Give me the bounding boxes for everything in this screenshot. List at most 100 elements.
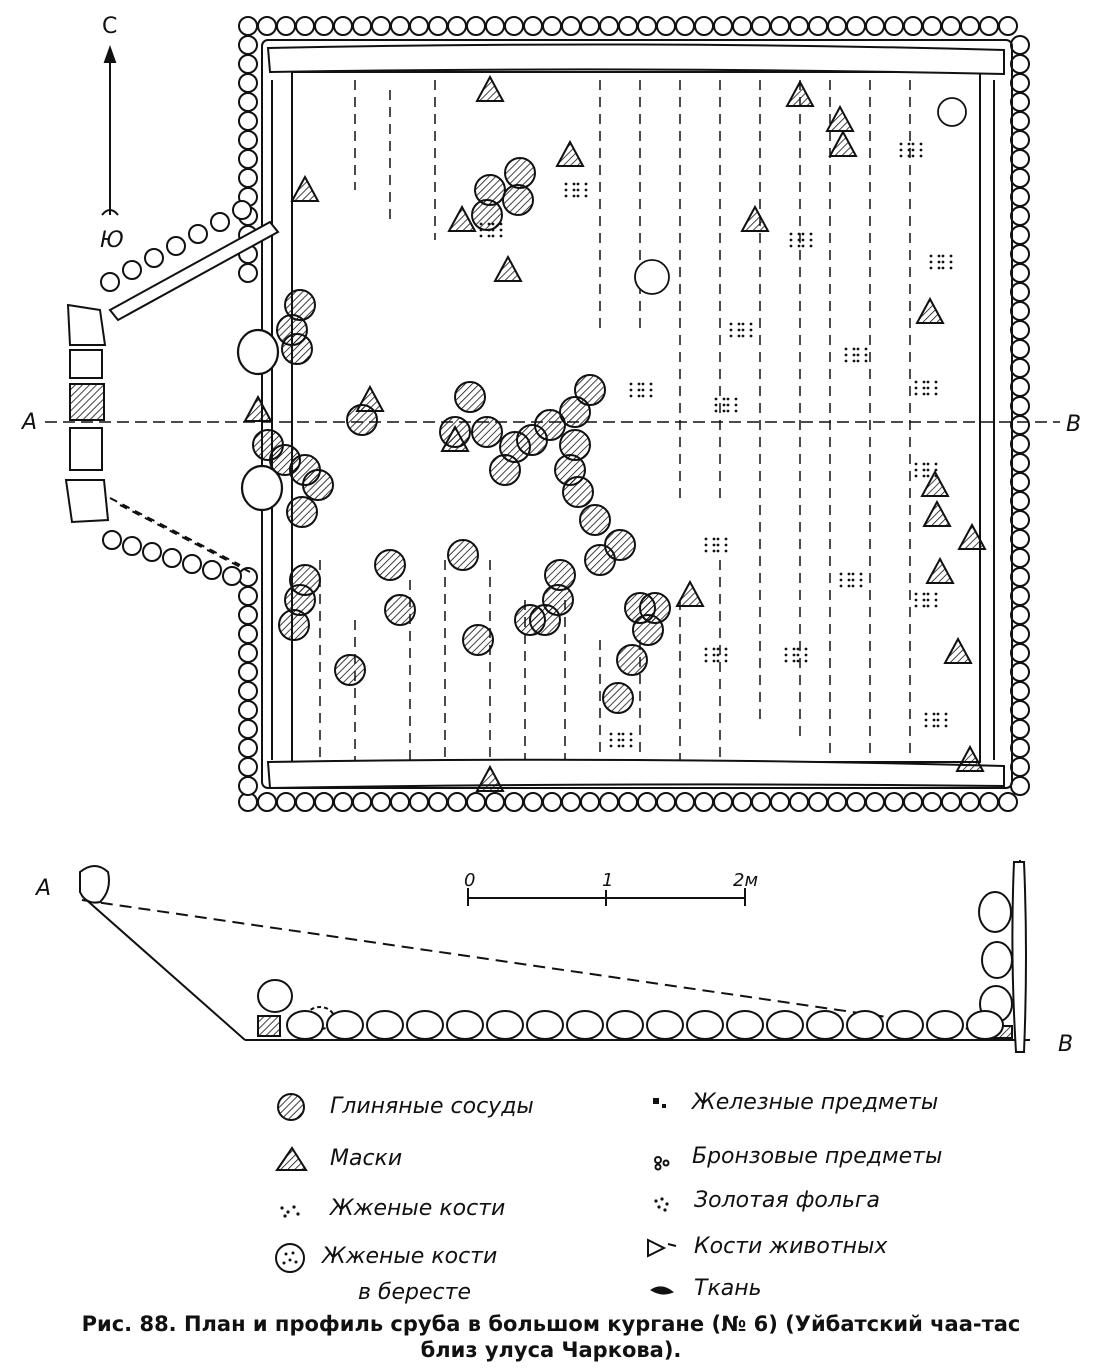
stone (447, 792, 467, 812)
foil-dot (914, 592, 918, 596)
foil-dot (584, 194, 588, 198)
foil-dot (922, 468, 926, 472)
stone (1010, 130, 1030, 150)
foil-dot (716, 543, 720, 547)
stone (428, 16, 448, 36)
foil-dot (922, 392, 926, 396)
mask (925, 556, 955, 584)
stone (1010, 339, 1030, 359)
stone (238, 54, 258, 74)
stone (504, 792, 524, 812)
foil-dot (716, 659, 720, 663)
log (846, 1010, 884, 1040)
stone (238, 16, 258, 36)
stone (789, 792, 809, 812)
stone (827, 16, 847, 36)
mask (675, 579, 705, 607)
vessel (579, 504, 611, 536)
foil-dot (617, 738, 621, 742)
foil-dot (714, 403, 718, 407)
foil-dot (847, 578, 851, 582)
mask (555, 139, 585, 167)
foil-dot (844, 353, 848, 357)
foil-dot (704, 647, 708, 651)
stone (352, 792, 372, 812)
compass (101, 45, 119, 216)
mask (922, 499, 952, 527)
foil-dot (944, 724, 948, 728)
foil-dot (617, 744, 621, 748)
vessel (602, 682, 634, 714)
stone (276, 16, 296, 36)
mask (957, 522, 987, 550)
stone (1010, 757, 1030, 777)
stone (102, 530, 122, 550)
foil-dot (944, 712, 948, 716)
log (366, 1010, 404, 1040)
foil-dot (932, 718, 936, 722)
mask (355, 384, 385, 412)
foil-dot (922, 380, 926, 384)
stone (1010, 54, 1030, 74)
foil-dot (499, 234, 503, 238)
stone (1010, 149, 1030, 169)
stone (694, 16, 714, 36)
clay-vessels (252, 157, 671, 714)
vessel (632, 614, 664, 646)
foil-dot (911, 148, 915, 152)
foil-dot (941, 260, 945, 264)
foil-dot (784, 647, 788, 651)
foil-dot (792, 653, 796, 657)
mask (475, 764, 505, 792)
foil-dot (499, 222, 503, 226)
stone (561, 16, 581, 36)
foil-dot (937, 260, 941, 264)
stone (182, 554, 202, 574)
stone (599, 792, 619, 812)
foil-dot (704, 543, 708, 547)
stone (1010, 776, 1030, 796)
foil-dot (784, 653, 788, 657)
foil-dot (914, 392, 918, 396)
foil-dot (617, 732, 621, 736)
foil-dot (724, 647, 728, 651)
stone (142, 542, 162, 562)
foil-dot (704, 659, 708, 663)
foil-dot (809, 244, 813, 248)
vessel (286, 496, 318, 528)
foil-dot (926, 604, 930, 608)
foil-dot (726, 409, 730, 413)
foil-dot (914, 474, 918, 478)
stone (1010, 168, 1030, 188)
foil-dot (809, 238, 813, 242)
legend-animal-bones-label: Кости животных (694, 1234, 888, 1259)
stone (1010, 396, 1030, 416)
stone (232, 200, 252, 220)
mask (475, 74, 505, 102)
stone (1010, 605, 1030, 625)
stone (1010, 472, 1030, 492)
foil-dot (649, 382, 653, 386)
stone (1010, 73, 1030, 93)
stone (238, 35, 258, 55)
stone (238, 586, 258, 606)
foil-dot (576, 182, 580, 186)
foil-dot (584, 182, 588, 186)
log (526, 1010, 564, 1040)
stone (333, 16, 353, 36)
foil-dot (716, 549, 720, 553)
foil-dot (856, 353, 860, 357)
stone (922, 16, 942, 36)
foil-dot (704, 653, 708, 657)
vessel (384, 594, 416, 626)
foil-dot (949, 260, 953, 264)
stone (238, 168, 258, 188)
foil-dot (576, 194, 580, 198)
section-end-label: B (1066, 412, 1082, 437)
foil-dot (919, 148, 923, 152)
stone (979, 16, 999, 36)
foil-dot (926, 474, 930, 478)
foil-dot (749, 322, 753, 326)
stone (390, 792, 410, 812)
